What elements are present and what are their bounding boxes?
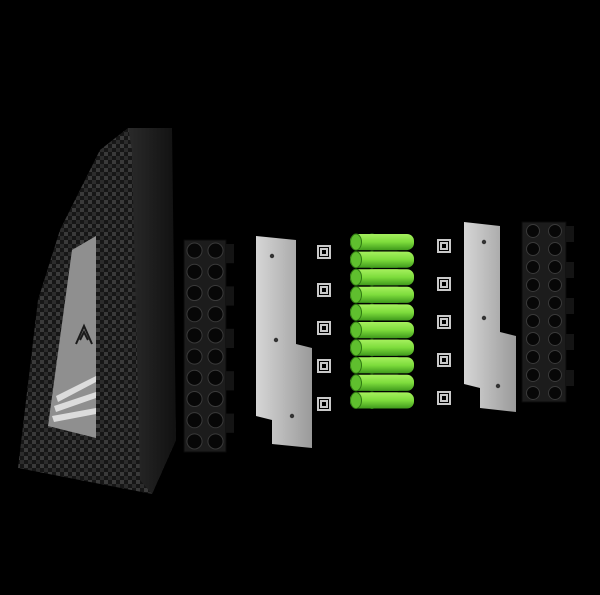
battery-cell xyxy=(350,374,414,391)
battery-cell-end xyxy=(350,321,362,339)
bracket-tab xyxy=(226,413,234,433)
battery-cell xyxy=(350,357,414,374)
holder-slot xyxy=(548,332,562,346)
nickel-plate-left xyxy=(256,236,312,448)
holder-slot xyxy=(186,433,203,450)
holder-slot xyxy=(207,327,224,344)
cell-holder-bracket-right xyxy=(521,221,574,403)
nickel-clip xyxy=(317,321,331,335)
holder-slot xyxy=(186,284,203,302)
battery-cell-stack xyxy=(350,233,414,410)
holder-slot xyxy=(526,386,540,400)
bracket-tab xyxy=(566,262,574,278)
holder-slot xyxy=(548,260,562,274)
holder-slot xyxy=(548,314,562,328)
battery-cell-end xyxy=(350,233,362,251)
holder-slot xyxy=(526,260,540,274)
battery-cell-end xyxy=(350,391,362,410)
nickel-clip xyxy=(317,397,331,411)
holder-slot xyxy=(526,314,540,328)
bracket-tab xyxy=(226,328,234,348)
holder-slot xyxy=(186,242,203,259)
battery-cell-end xyxy=(350,268,362,286)
battery-cell-end xyxy=(350,286,362,304)
holder-slot xyxy=(207,284,224,302)
bracket-tab xyxy=(226,286,234,306)
holder-slot xyxy=(186,306,203,323)
bracket-tab xyxy=(566,370,574,386)
holder-slot xyxy=(526,278,540,292)
battery-cell xyxy=(350,339,414,356)
holder-slot xyxy=(207,433,224,450)
nickel-clip xyxy=(317,283,331,297)
holder-slot xyxy=(548,296,562,310)
plate-hole xyxy=(481,315,487,321)
plate-hole xyxy=(289,413,295,419)
nickel-strip-clips-left xyxy=(317,245,331,411)
battery-cell-end xyxy=(350,303,362,322)
holder-slot xyxy=(186,348,203,365)
carbon-fiber-shell xyxy=(18,128,176,494)
holder-slot xyxy=(207,390,224,408)
holder-slot xyxy=(548,368,562,382)
plate-hole xyxy=(481,239,487,245)
battery-cell xyxy=(350,286,414,303)
holder-slot xyxy=(207,263,224,280)
nickel-strip-clips-right xyxy=(437,239,451,405)
holder-slot xyxy=(207,306,224,323)
plate-hole xyxy=(273,337,279,343)
nickel-clip xyxy=(317,245,331,259)
holder-slot xyxy=(207,369,224,386)
bracket-tab xyxy=(566,226,574,242)
holder-slot xyxy=(186,412,203,429)
holder-slot xyxy=(548,224,562,238)
cell-holder-bracket-left xyxy=(183,239,234,453)
holder-slot xyxy=(186,390,203,408)
battery-cell xyxy=(350,392,414,409)
holder-slot xyxy=(207,412,224,429)
holder-slot xyxy=(526,296,540,310)
battery-cell-end xyxy=(350,251,362,269)
bracket-tab xyxy=(566,298,574,314)
holder-slot xyxy=(548,242,562,256)
battery-cell-end xyxy=(350,339,362,357)
holder-slot xyxy=(526,242,540,256)
battery-cell xyxy=(350,269,414,286)
bracket-tab xyxy=(226,244,234,264)
plate-hole xyxy=(269,253,275,259)
nickel-clip xyxy=(437,391,451,405)
holder-slot xyxy=(186,327,203,344)
holder-slot xyxy=(526,332,540,346)
nickel-clip xyxy=(437,315,451,329)
battery-cell-end xyxy=(350,356,362,374)
holder-slot xyxy=(526,368,540,382)
nickel-plate-right xyxy=(464,222,516,412)
holder-slot xyxy=(548,386,562,400)
holder-slot xyxy=(548,350,562,364)
holder-slot xyxy=(526,224,540,238)
battery-cell xyxy=(350,304,414,321)
bracket-tab xyxy=(226,371,234,391)
nickel-clip xyxy=(437,277,451,291)
nickel-clip xyxy=(317,359,331,373)
holder-slot xyxy=(548,278,562,292)
nickel-clip xyxy=(437,353,451,367)
battery-cell xyxy=(350,322,414,339)
battery-cell-end xyxy=(350,374,362,392)
bracket-tab xyxy=(566,334,574,350)
shell-stripe-decoration xyxy=(52,376,96,422)
holder-slot xyxy=(186,369,203,386)
nickel-clip xyxy=(437,239,451,253)
battery-cell xyxy=(350,234,414,251)
holder-slot xyxy=(207,242,224,259)
logo-icon xyxy=(75,323,93,345)
plate-hole xyxy=(495,383,501,389)
battery-cell xyxy=(350,251,414,268)
holder-slot xyxy=(207,348,224,365)
holder-slot xyxy=(526,350,540,364)
holder-slot xyxy=(186,263,203,280)
